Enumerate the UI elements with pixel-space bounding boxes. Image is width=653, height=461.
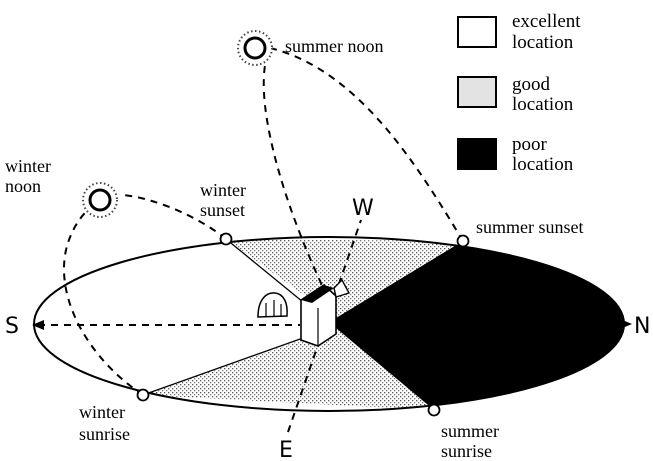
good-sector-south-side: [143, 328, 434, 410]
winter-sunrise-point: [136, 388, 150, 402]
summer-sunset-label: summer sunset: [476, 217, 584, 237]
winter-sunrise-label-line2: sunrise: [79, 424, 130, 444]
legend-swatch-poor: [457, 138, 497, 170]
legend-label-poor-line1: poor: [512, 134, 548, 155]
location-sectors: [143, 237, 624, 411]
east-west-axis: [287, 219, 362, 433]
summer-sunrise-point: [427, 403, 441, 417]
legend-label-good-line1: good: [512, 74, 551, 95]
legend-label-excellent-line2: location: [512, 32, 574, 53]
sun-icon: [237, 30, 273, 66]
legend-label-good-line2: location: [512, 94, 574, 115]
summer-sunrise-label-line2: sunrise: [441, 441, 492, 461]
poor-sector: [336, 237, 624, 411]
winter-sunset-point: [219, 232, 233, 246]
winter-noon-label-line1: winter: [5, 156, 51, 176]
summer-sunrise-label-line1: summer: [441, 421, 499, 441]
good-sector-north-side: [226, 239, 463, 318]
house-icon: [300, 278, 351, 347]
sun-icon: [82, 182, 118, 218]
legend: excellent location good location poor lo…: [457, 11, 581, 175]
compass-south: S: [5, 314, 19, 339]
winter-sunset-label-line1: winter: [200, 180, 246, 200]
winter-sunset-label-line2: sunset: [200, 200, 245, 220]
compass-north: N: [634, 314, 650, 339]
south-arrowhead: [32, 320, 44, 330]
legend-label-excellent-line1: excellent: [512, 11, 581, 32]
winter-noon-to-sunset-path: [119, 194, 227, 240]
winter-noon-label-line2: noon: [5, 176, 41, 196]
compass-east: E: [279, 438, 293, 461]
winter-sunrise-to-noon-path: [63, 205, 144, 396]
summer-noon-label: summer noon: [285, 36, 384, 56]
legend-swatch-excellent: [457, 16, 497, 48]
legend-swatch-good: [457, 76, 497, 108]
summer-sunset-point: [456, 234, 470, 248]
winter-sunrise-label-line1: winter: [79, 402, 125, 422]
compass-west: W: [352, 196, 374, 221]
north-arrowhead: [620, 319, 632, 329]
legend-label-poor-line2: location: [512, 154, 574, 175]
tree-icon: [257, 292, 288, 318]
